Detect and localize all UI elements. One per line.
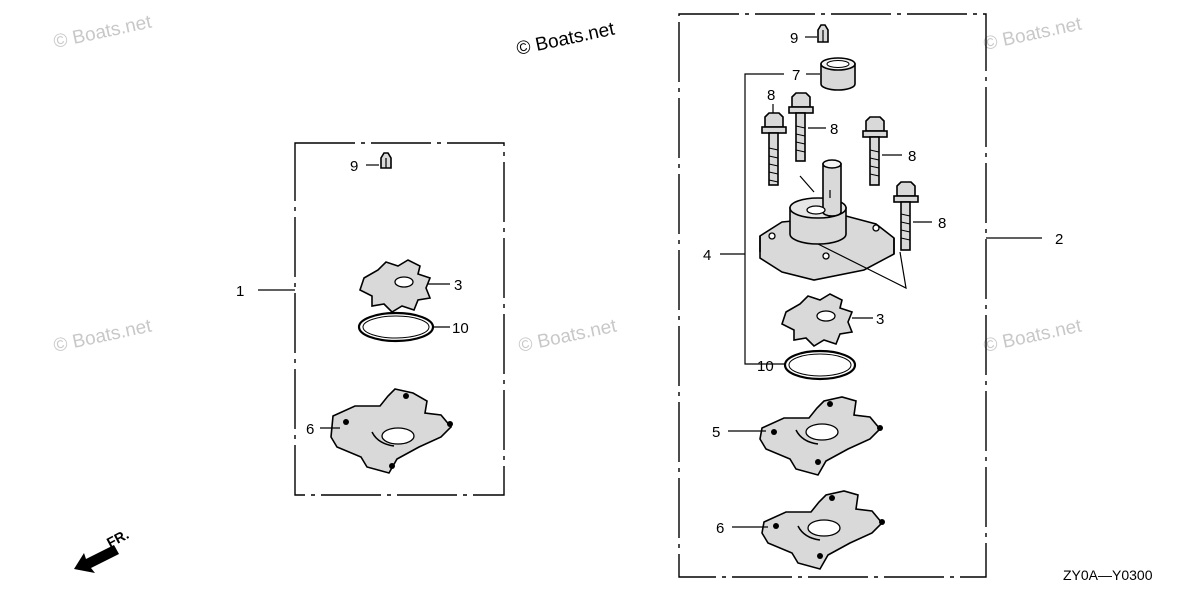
assembly-bracket-lower xyxy=(744,254,758,365)
kit-left-boundary xyxy=(294,142,505,496)
watermark: © Boats.net xyxy=(515,19,617,60)
o-ring-icon xyxy=(783,349,857,381)
gasket-label: 6 xyxy=(716,520,724,537)
drawing-code: ZY0A—Y0300 xyxy=(1063,567,1153,583)
pin-label: 9 xyxy=(790,30,798,47)
housing-label: 4 xyxy=(703,247,711,264)
pump-housing-icon xyxy=(759,159,907,290)
kit-right-boundary xyxy=(678,13,987,578)
o-ring-label: 10 xyxy=(757,358,774,375)
bushing-icon xyxy=(820,57,856,91)
bolt-icon xyxy=(893,181,919,251)
o-ring-label: 10 xyxy=(452,320,469,337)
watermark: © Boats.net xyxy=(52,12,154,53)
gasket-icon xyxy=(761,490,885,570)
watermark: © Boats.net xyxy=(52,316,154,357)
kit-right-number: 2 xyxy=(1055,231,1063,248)
bolt-label: 8 xyxy=(767,87,775,104)
front-direction-label: FR. xyxy=(104,526,131,551)
bolt-icon xyxy=(788,92,814,162)
plate-label: 5 xyxy=(712,424,720,441)
bolt-label: 8 xyxy=(830,121,838,138)
bolt-label: 8 xyxy=(938,215,946,232)
kit-left-number: 1 xyxy=(236,283,244,300)
bolt-icon xyxy=(862,116,888,186)
front-direction-arrow-icon xyxy=(74,545,119,573)
pin-label: 9 xyxy=(350,158,358,175)
impeller-label: 3 xyxy=(454,277,462,294)
pin-icon xyxy=(817,24,829,43)
bolt-label: 8 xyxy=(908,148,916,165)
gasket-icon xyxy=(330,388,453,474)
impeller-icon xyxy=(781,293,854,348)
bolt-icon xyxy=(761,112,787,186)
watermark: © Boats.net xyxy=(982,316,1084,357)
gasket-label: 6 xyxy=(306,421,314,438)
plate-icon xyxy=(759,396,883,476)
impeller-icon xyxy=(359,259,432,314)
impeller-label: 3 xyxy=(876,311,884,328)
pin-icon xyxy=(380,152,392,169)
assembly-bracket xyxy=(744,73,784,254)
watermark: © Boats.net xyxy=(982,14,1084,55)
o-ring-icon xyxy=(357,311,435,343)
bushing-label: 7 xyxy=(792,67,800,84)
watermark: © Boats.net xyxy=(517,316,619,357)
